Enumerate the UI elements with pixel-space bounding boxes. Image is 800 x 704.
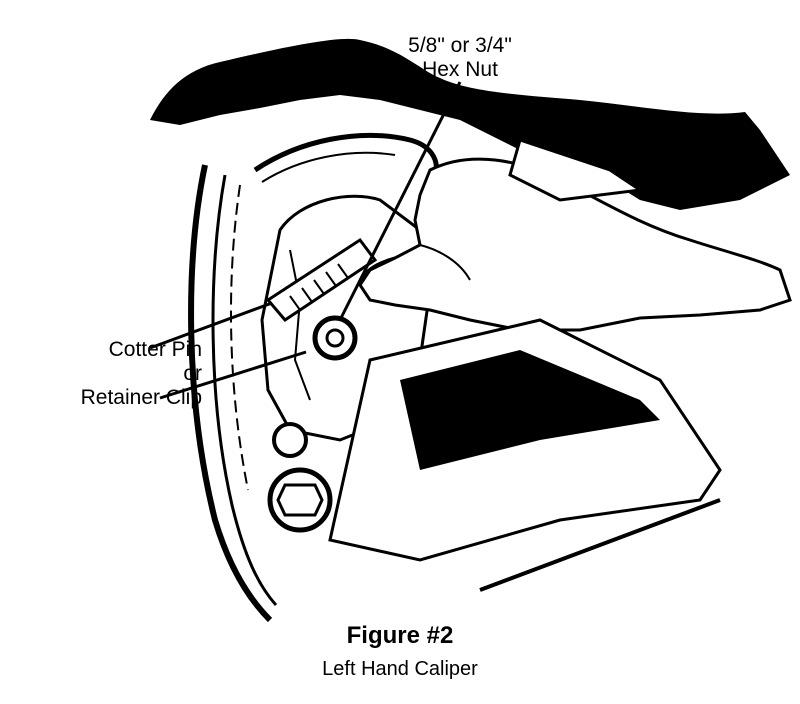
- cotter-pin-leader-1: [149, 301, 273, 350]
- upper-bolt: [272, 422, 308, 458]
- arm-lower-edge: [479, 498, 721, 592]
- hex-nut-leader: [338, 81, 462, 321]
- caliper-shading: [289, 249, 311, 401]
- figure-caption: Left Hand Caliper: [322, 658, 478, 680]
- hex-nut-callout-label: Hex Nut: [422, 58, 498, 81]
- hex-nut-callout: 5/8" or 3/4" Hex Nut: [370, 34, 550, 82]
- cotter-pin-callout-line1: Cotter Pin: [108, 338, 202, 361]
- arm-shadow: [400, 350, 660, 470]
- tire-inner-arc: [211, 174, 278, 607]
- cotter-pin-callout: Cotter Pin or Retainer Clip: [12, 338, 202, 410]
- rotor-ring: [253, 132, 439, 176]
- tire-outer-arc: [188, 164, 273, 623]
- fender-shadow: [150, 38, 790, 211]
- wrench-knurl: [289, 263, 349, 311]
- hex-nut-center: [325, 328, 345, 348]
- finger-2: [419, 244, 471, 281]
- cotter-pin-callout-line3: Retainer Clip: [80, 386, 202, 409]
- wrench: [265, 237, 378, 322]
- cotter-pin-callout-or: or: [183, 362, 202, 385]
- figure-title: Figure #2: [346, 622, 454, 649]
- lower-bolt-head: [276, 483, 324, 517]
- tire-tread-arc: [229, 184, 249, 491]
- cotter-pin-leader-2: [159, 350, 307, 400]
- sleeve-cuff: [508, 138, 645, 202]
- hex-nut-callout-size: 5/8" or 3/4": [408, 34, 512, 57]
- rotor-ring-inner: [261, 151, 396, 183]
